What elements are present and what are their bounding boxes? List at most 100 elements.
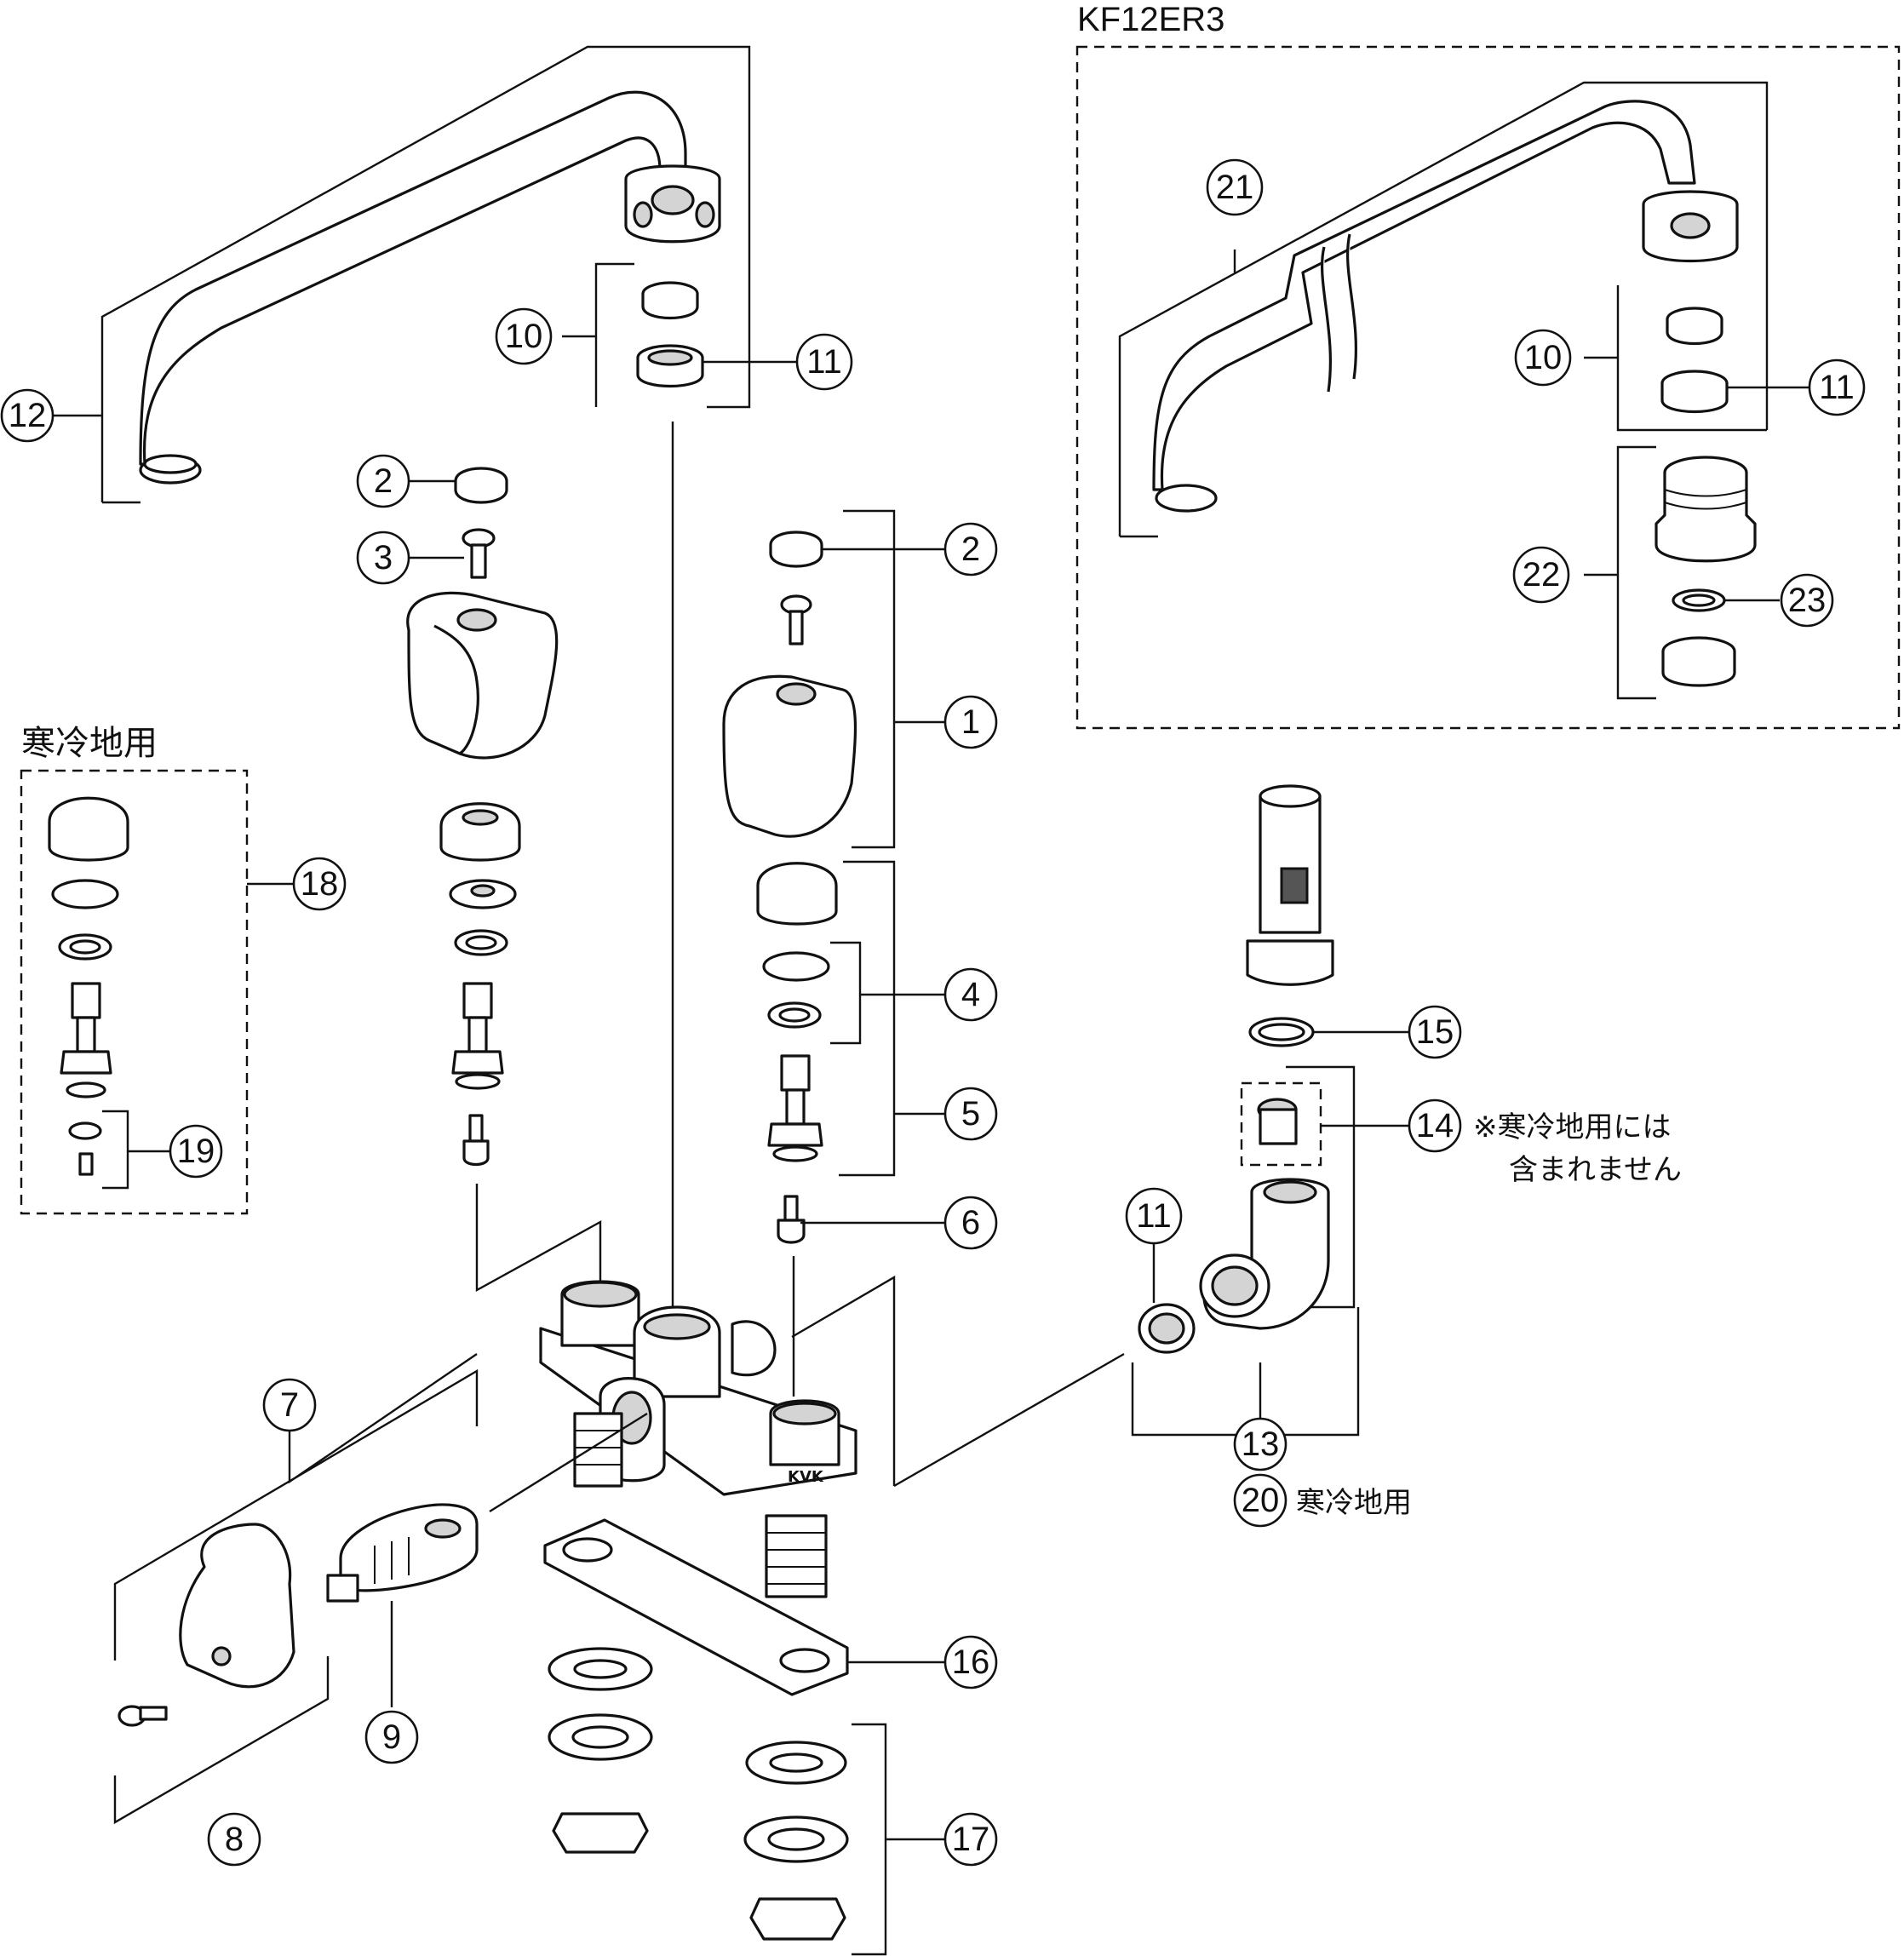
callout-14: 14 (1408, 1098, 1462, 1153)
callout-20: 20 (1233, 1473, 1287, 1528)
screw-19 (78, 1152, 94, 1176)
callout-10b: 10 (1514, 329, 1572, 387)
svg-text:19: 19 (177, 1133, 215, 1170)
callout-2a: 2 (356, 454, 410, 508)
callout-5: 5 (943, 1087, 998, 1141)
svg-text:4: 4 (961, 976, 980, 1013)
svg-text:9: 9 (382, 1718, 401, 1756)
kf12er3-box (1075, 45, 1901, 730)
note-excluded-line2: 含まれません (1509, 1153, 1682, 1187)
callout-1: 1 (943, 695, 998, 749)
adapter-22 (1655, 456, 1757, 563)
strainer-14 (1257, 1098, 1298, 1145)
callout-22: 22 (1512, 546, 1570, 604)
nut-left (552, 1812, 649, 1854)
washer-16-left (548, 1647, 653, 1691)
body-stamp: KVK (788, 1468, 824, 1486)
svg-text:10: 10 (505, 318, 543, 355)
ring-10-left (641, 281, 699, 320)
callout-7: 7 (262, 1378, 317, 1432)
callout-21: 21 (1206, 158, 1264, 216)
callout-11c: 11 (1125, 1187, 1183, 1245)
callout-15: 15 (1408, 1005, 1462, 1059)
lockwasher-17 (743, 1815, 849, 1863)
cartridge-9 (326, 1503, 479, 1603)
spout-left (139, 90, 721, 485)
svg-text:3: 3 (374, 539, 393, 576)
screw-8 (118, 1705, 168, 1727)
cap-2-right (769, 531, 823, 568)
bonnet-right (756, 862, 838, 926)
screw-3-left (462, 528, 496, 579)
ring-11-elbow (1138, 1303, 1196, 1354)
screw-right (780, 594, 812, 645)
spout-21 (1152, 100, 1739, 513)
strainer-pipe (1246, 784, 1334, 986)
callout-4: 4 (943, 967, 998, 1022)
svg-text:1: 1 (961, 703, 980, 741)
callout-2b: 2 (943, 522, 998, 576)
callout-16: 16 (943, 1635, 998, 1689)
svg-text:7: 7 (280, 1386, 299, 1424)
svg-text:8: 8 (225, 1821, 244, 1858)
washer-17 (745, 1741, 847, 1785)
washer-right-2 (767, 1001, 822, 1029)
svg-text:2: 2 (961, 531, 980, 568)
note-excluded-line1: ※寒冷地用には (1473, 1110, 1672, 1144)
svg-text:6: 6 (961, 1204, 980, 1242)
callout-13: 13 (1233, 1417, 1287, 1471)
svg-text:5: 5 (961, 1095, 980, 1133)
callout-11b: 11 (1808, 359, 1866, 416)
pin-left (462, 1114, 490, 1167)
washer-23 (1672, 588, 1726, 612)
svg-text:11: 11 (806, 343, 842, 381)
svg-text:15: 15 (1416, 1013, 1454, 1051)
callout-11a: 11 (795, 333, 853, 391)
svg-text:13: 13 (1242, 1425, 1280, 1463)
nipple-22-bottom (1661, 636, 1736, 687)
ring-10-right (1666, 307, 1723, 346)
nut-17 (749, 1897, 846, 1941)
spindle-left (451, 982, 504, 1090)
callout-3: 3 (356, 531, 410, 585)
cold-region-label: 寒冷地用 (21, 724, 158, 763)
svg-text:11: 11 (1136, 1197, 1172, 1235)
plate-16 (543, 1518, 849, 1696)
callout-23: 23 (1780, 573, 1834, 628)
svg-text:16: 16 (952, 1643, 990, 1681)
callout-12: 12 (0, 388, 54, 443)
svg-text:20: 20 (1242, 1482, 1280, 1519)
svg-text:18: 18 (301, 865, 339, 903)
washer-left-2 (454, 929, 508, 956)
washer-left-1 (449, 879, 517, 909)
faucet-body: KVK (539, 1280, 857, 1598)
cold-region-box (20, 769, 249, 1215)
lever-handle-8 (179, 1523, 295, 1689)
callout-8: 8 (207, 1812, 261, 1867)
washer-18-2 (58, 933, 112, 961)
strainer-14-box (1240, 1081, 1322, 1167)
svg-text:23: 23 (1788, 582, 1827, 619)
svg-text:12: 12 (9, 397, 47, 434)
bonnet-left (439, 802, 521, 862)
bonnet-18 (48, 796, 129, 862)
elbow-13 (1199, 1178, 1330, 1330)
svg-text:2: 2 (374, 462, 393, 500)
svg-text:11: 11 (1819, 369, 1855, 406)
svg-text:17: 17 (952, 1821, 990, 1858)
callout-19: 19 (169, 1124, 223, 1179)
callout-9: 9 (364, 1710, 419, 1764)
callout-17: 17 (943, 1812, 998, 1867)
lockwasher-left (548, 1713, 653, 1761)
handle-right (722, 674, 857, 838)
ring-11-right (1660, 370, 1729, 413)
svg-text:21: 21 (1216, 169, 1254, 206)
svg-text:10: 10 (1524, 339, 1563, 376)
callout-6: 6 (943, 1196, 998, 1250)
spindle-right (767, 1054, 823, 1162)
svg-text:22: 22 (1523, 556, 1561, 594)
washer-15 (1248, 1017, 1315, 1047)
spindle-18 (60, 982, 112, 1098)
ring-11-left (636, 344, 704, 387)
